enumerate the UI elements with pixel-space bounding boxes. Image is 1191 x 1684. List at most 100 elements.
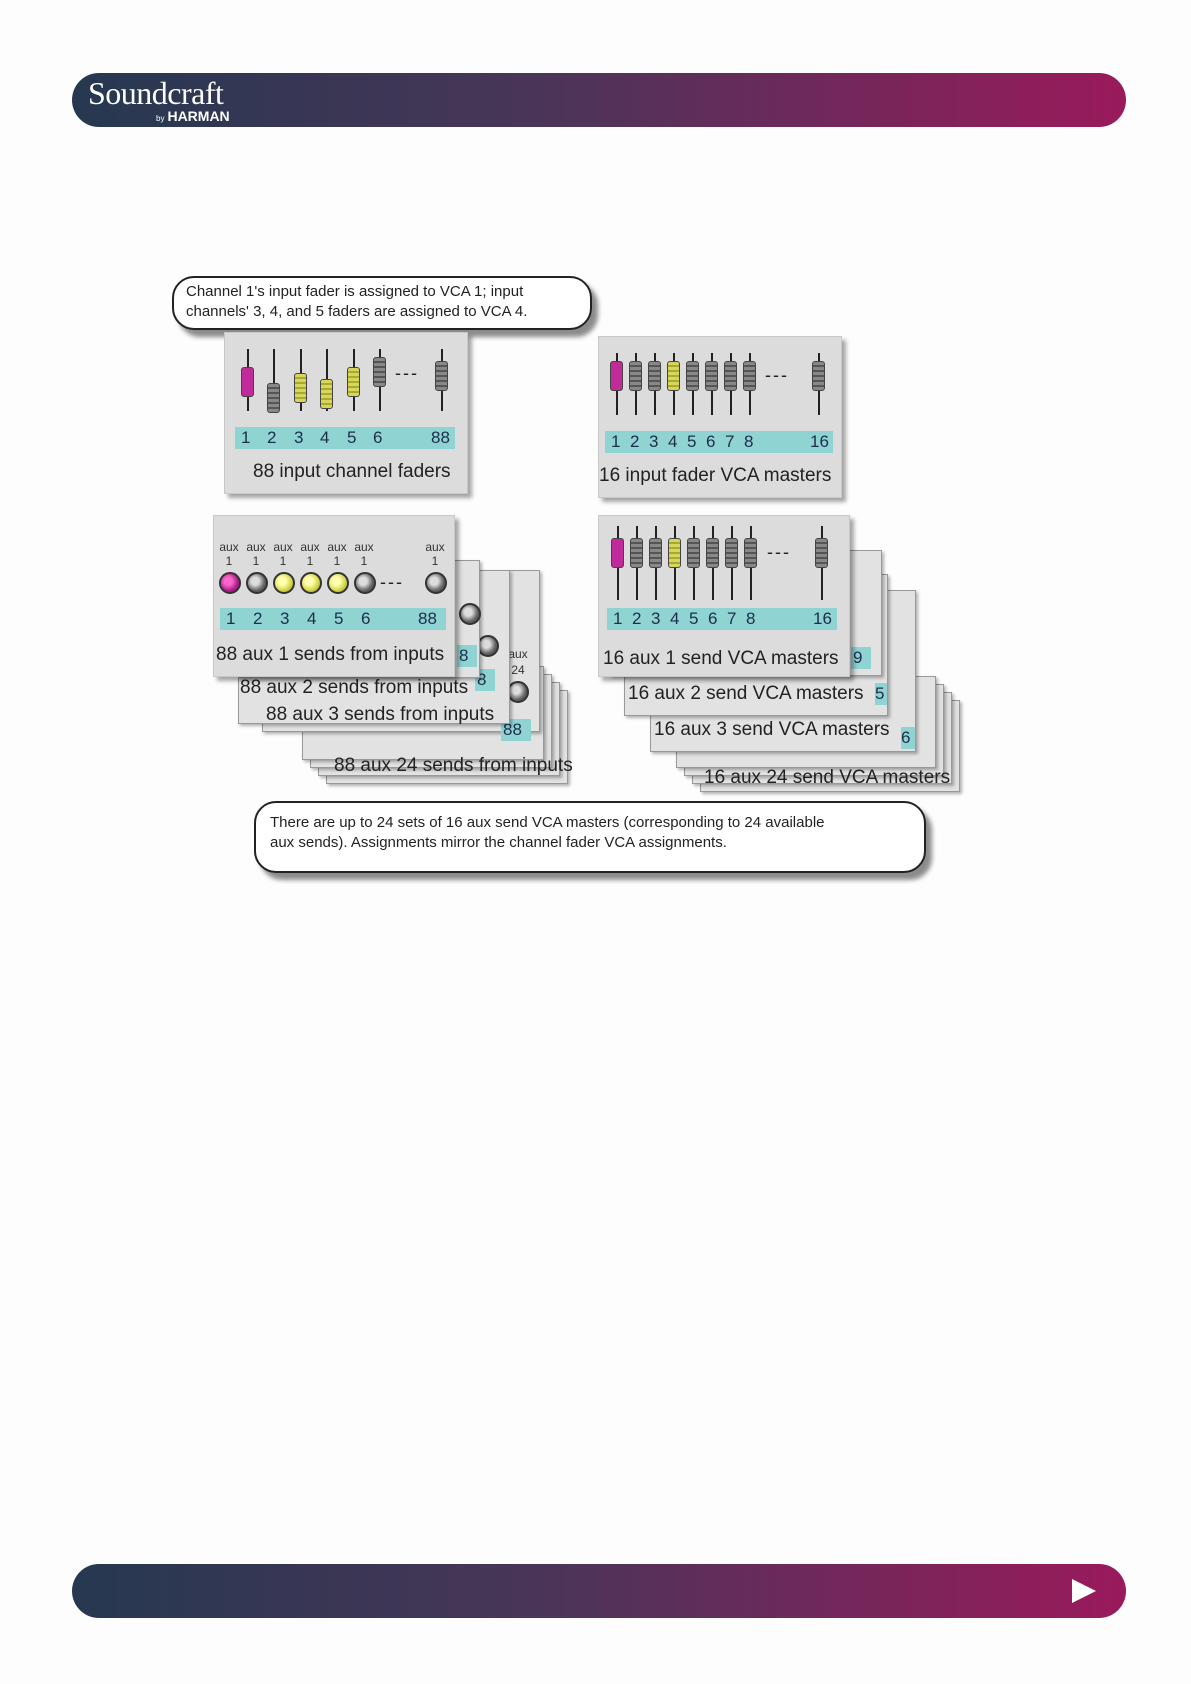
vca-number: 16 bbox=[810, 432, 829, 451]
vca-number: 16 bbox=[813, 609, 832, 628]
fader-cap bbox=[294, 373, 307, 403]
vca-number: 5 bbox=[875, 684, 885, 703]
stack-number-strip: 8 bbox=[475, 669, 495, 691]
aux-number: 1 bbox=[431, 554, 439, 568]
stack-title: 16 aux 24 send VCA masters bbox=[704, 767, 951, 788]
fader-cap bbox=[686, 361, 699, 391]
soundcraft-logo: Soundcraft bbox=[88, 75, 224, 111]
channel-number: 5 bbox=[347, 428, 357, 447]
fader-cap bbox=[610, 361, 623, 391]
aux-label: aux bbox=[508, 647, 528, 661]
stack-title: 88 aux 3 sends from inputs bbox=[266, 704, 495, 725]
aux-knob bbox=[300, 572, 322, 594]
callout-line: aux sends). Assignments mirror the chann… bbox=[270, 834, 727, 851]
aux-knob bbox=[219, 572, 241, 594]
next-page-icon[interactable] bbox=[1072, 1579, 1096, 1603]
stack-number-strip: 8 bbox=[457, 645, 477, 667]
fader-cap bbox=[347, 367, 360, 397]
channel-number-strip: 1 2 3 4 5 6 88 bbox=[220, 608, 446, 630]
panel-title: 16 input fader VCA masters bbox=[599, 465, 832, 486]
fader-cap bbox=[267, 383, 280, 413]
aux-number: 24 bbox=[511, 663, 525, 677]
vca-number-strip: 1 2 3 4 5 6 7 8 16 bbox=[607, 608, 837, 630]
aux-knob bbox=[425, 572, 447, 594]
vca-number: 7 bbox=[727, 609, 737, 628]
vca-number: 1 bbox=[611, 432, 621, 451]
channel-number: 2 bbox=[267, 428, 277, 447]
vca-number: 2 bbox=[630, 432, 640, 451]
channel-number: 6 bbox=[373, 428, 383, 447]
channel-number: 8 bbox=[477, 670, 487, 689]
vca-number: 8 bbox=[746, 609, 756, 628]
fader-cap bbox=[435, 361, 448, 391]
input-faders-panel: --- 1 2 3 4 5 6 88 88 input channel fade… bbox=[224, 332, 468, 494]
fader-cap bbox=[743, 361, 756, 391]
aux-label: aux bbox=[425, 540, 445, 554]
aux-number: 1 bbox=[360, 554, 368, 568]
fader-cap bbox=[649, 538, 662, 568]
aux-number: 1 bbox=[252, 554, 260, 568]
vca-number: 6 bbox=[901, 728, 911, 747]
aux-number: 1 bbox=[333, 554, 341, 568]
channel-number: 88 bbox=[503, 720, 522, 739]
dashes: --- bbox=[395, 363, 419, 383]
channel-number: 3 bbox=[280, 609, 290, 628]
callout-vca-assignment: Channel 1's input fader is assigned to V… bbox=[172, 276, 592, 330]
vca-number: 2 bbox=[632, 609, 642, 628]
callout-line: channels' 3, 4, and 5 faders are assigne… bbox=[186, 303, 528, 320]
vca-number: 3 bbox=[649, 432, 659, 451]
fader-cap bbox=[744, 538, 757, 568]
stack-number-strip: 88 bbox=[501, 719, 531, 741]
channel-number: 8 bbox=[459, 646, 469, 665]
vca-number: 5 bbox=[689, 609, 699, 628]
aux-label: aux bbox=[354, 540, 374, 554]
channel-number-strip: 1 2 3 4 5 6 88 bbox=[235, 427, 455, 449]
vca-masters-panel: --- 1 2 3 4 5 6 7 8 16 16 input fader VC… bbox=[598, 336, 842, 498]
aux-knob bbox=[459, 603, 481, 625]
vca-number-strip: 1 2 3 4 5 6 7 8 16 bbox=[605, 431, 833, 453]
fader-cap bbox=[668, 538, 681, 568]
panel-title: 88 aux 1 sends from inputs bbox=[216, 644, 445, 665]
stack-title: 16 aux 2 send VCA masters bbox=[628, 683, 864, 704]
vca-number: 3 bbox=[651, 609, 661, 628]
fader-cap bbox=[815, 538, 828, 568]
aux-label: aux bbox=[246, 540, 266, 554]
vca-number: 9 bbox=[853, 648, 863, 667]
fader-cap bbox=[611, 538, 624, 568]
vca-number: 4 bbox=[670, 609, 680, 628]
dashes: --- bbox=[765, 365, 789, 385]
dashes: --- bbox=[380, 572, 404, 592]
fader-cap bbox=[725, 538, 738, 568]
aux-knob bbox=[246, 572, 268, 594]
aux-vca-panel: --- 1 2 3 4 5 6 7 8 16 16 aux 1 send VCA… bbox=[598, 515, 850, 677]
fader-cap bbox=[630, 538, 643, 568]
channel-number: 88 bbox=[431, 428, 450, 447]
aux-knob bbox=[477, 635, 499, 657]
aux-knob bbox=[327, 572, 349, 594]
fader-cap bbox=[667, 361, 680, 391]
vca-number: 7 bbox=[725, 432, 735, 451]
vca-number: 5 bbox=[687, 432, 697, 451]
channel-number: 1 bbox=[241, 428, 251, 447]
callout-aux-vca-sets: There are up to 24 sets of 16 aux send V… bbox=[254, 801, 926, 873]
channel-number: 4 bbox=[320, 428, 330, 447]
vca-number: 6 bbox=[706, 432, 716, 451]
channel-number: 3 bbox=[294, 428, 304, 447]
panel-title: 16 aux 1 send VCA masters bbox=[603, 648, 839, 669]
callout-line: Channel 1's input fader is assigned to V… bbox=[186, 283, 524, 300]
fader-cap bbox=[320, 379, 333, 409]
vca-number: 8 bbox=[744, 432, 754, 451]
channel-number: 2 bbox=[253, 609, 263, 628]
channel-number: 1 bbox=[226, 609, 236, 628]
aux-label: aux bbox=[273, 540, 293, 554]
fader-stem bbox=[273, 349, 275, 411]
footer-bar bbox=[72, 1564, 1126, 1618]
channel-number: 4 bbox=[307, 609, 317, 628]
vca-number: 1 bbox=[613, 609, 623, 628]
dashes: --- bbox=[767, 542, 791, 562]
aux-label: aux bbox=[327, 540, 347, 554]
aux-label: aux bbox=[300, 540, 320, 554]
aux-sends-panel: aux 1 aux 1 aux 1 aux 1 aux 1 aux 1 aux … bbox=[213, 515, 455, 677]
aux-label: aux bbox=[219, 540, 239, 554]
